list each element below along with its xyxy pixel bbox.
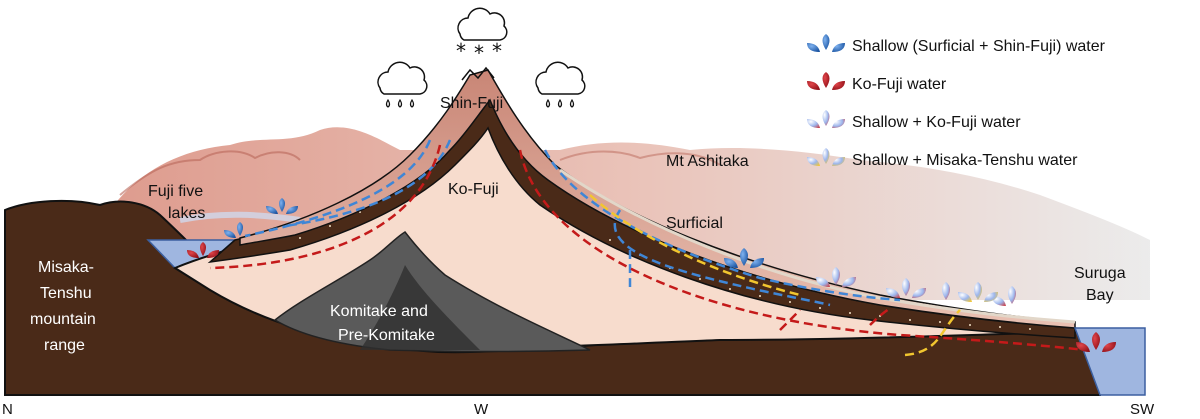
misaka-flow-arrows xyxy=(589,194,961,357)
label-mt-ashitaka: Mt Ashitaka xyxy=(666,153,749,170)
svg-text:*: * xyxy=(456,39,466,63)
ko-fuji-flow-arrows xyxy=(209,144,1086,352)
snow-cloud-icon: * * * xyxy=(456,7,508,65)
legend-item-shallow-misaka: Shallow + Misaka-Tenshu water xyxy=(807,148,1078,169)
svg-text:*: * xyxy=(492,39,502,63)
blue-drops-icon xyxy=(807,34,845,52)
shin-fuji-cap xyxy=(239,69,1076,329)
blue-droplet-cluster xyxy=(224,198,764,268)
yellow-mix-droplet-cluster xyxy=(958,282,998,302)
blue-yellow-drops-icon xyxy=(807,148,845,166)
legend-label-shallow: Shallow (Surficial + Shin-Fuji) water xyxy=(852,38,1106,55)
surficial-layer xyxy=(559,168,1076,324)
label-misaka-3: mountain xyxy=(30,311,96,328)
label-ko-fuji: Ko-Fuji xyxy=(448,181,499,198)
legend-label-shallow-ko-fuji: Shallow + Ko-Fuji water xyxy=(852,114,1021,131)
blue-red-drops-icon xyxy=(807,110,845,128)
direction-n: N xyxy=(2,401,13,418)
svg-text:*: * xyxy=(474,41,484,65)
label-suruga-1: Suruga xyxy=(1074,265,1126,282)
label-fuji-five-lakes-1: Fuji five xyxy=(148,183,203,200)
legend-label-ko-fuji: Ko-Fuji water xyxy=(852,76,947,93)
legend-item-shallow: Shallow (Surficial + Shin-Fuji) water xyxy=(807,34,1106,55)
rain-cloud-icon xyxy=(535,61,586,108)
suruga-bay-water xyxy=(1073,327,1146,396)
label-shin-fuji: Shin-Fuji xyxy=(440,95,503,112)
legend-label-shallow-misaka: Shallow + Misaka-Tenshu water xyxy=(852,152,1078,169)
label-komitake-2: Pre-Komitake xyxy=(338,327,435,344)
shallow-flow-arrows xyxy=(244,139,901,307)
direction-w: W xyxy=(474,401,489,418)
label-fuji-five-lakes-2: lakes xyxy=(168,205,205,222)
red-drops-icon xyxy=(807,72,845,90)
red-droplet-cluster xyxy=(187,242,1116,352)
direction-sw: SW xyxy=(1130,401,1155,418)
rain-cloud-icon xyxy=(377,61,428,108)
label-komitake-1: Komitake and xyxy=(330,303,428,320)
mixed-droplet-cluster xyxy=(816,267,1016,306)
label-misaka-1: Misaka- xyxy=(38,259,94,276)
legend-item-ko-fuji: Ko-Fuji water xyxy=(807,72,947,93)
label-surficial: Surficial xyxy=(666,215,723,232)
label-misaka-4: range xyxy=(44,337,85,354)
label-misaka-2: Tenshu xyxy=(40,285,92,302)
legend: Shallow (Surficial + Shin-Fuji) water Ko… xyxy=(807,34,1106,169)
summit-crater xyxy=(461,66,495,81)
legend-item-shallow-ko-fuji: Shallow + Ko-Fuji water xyxy=(807,110,1021,131)
label-suruga-2: Bay xyxy=(1086,287,1114,304)
